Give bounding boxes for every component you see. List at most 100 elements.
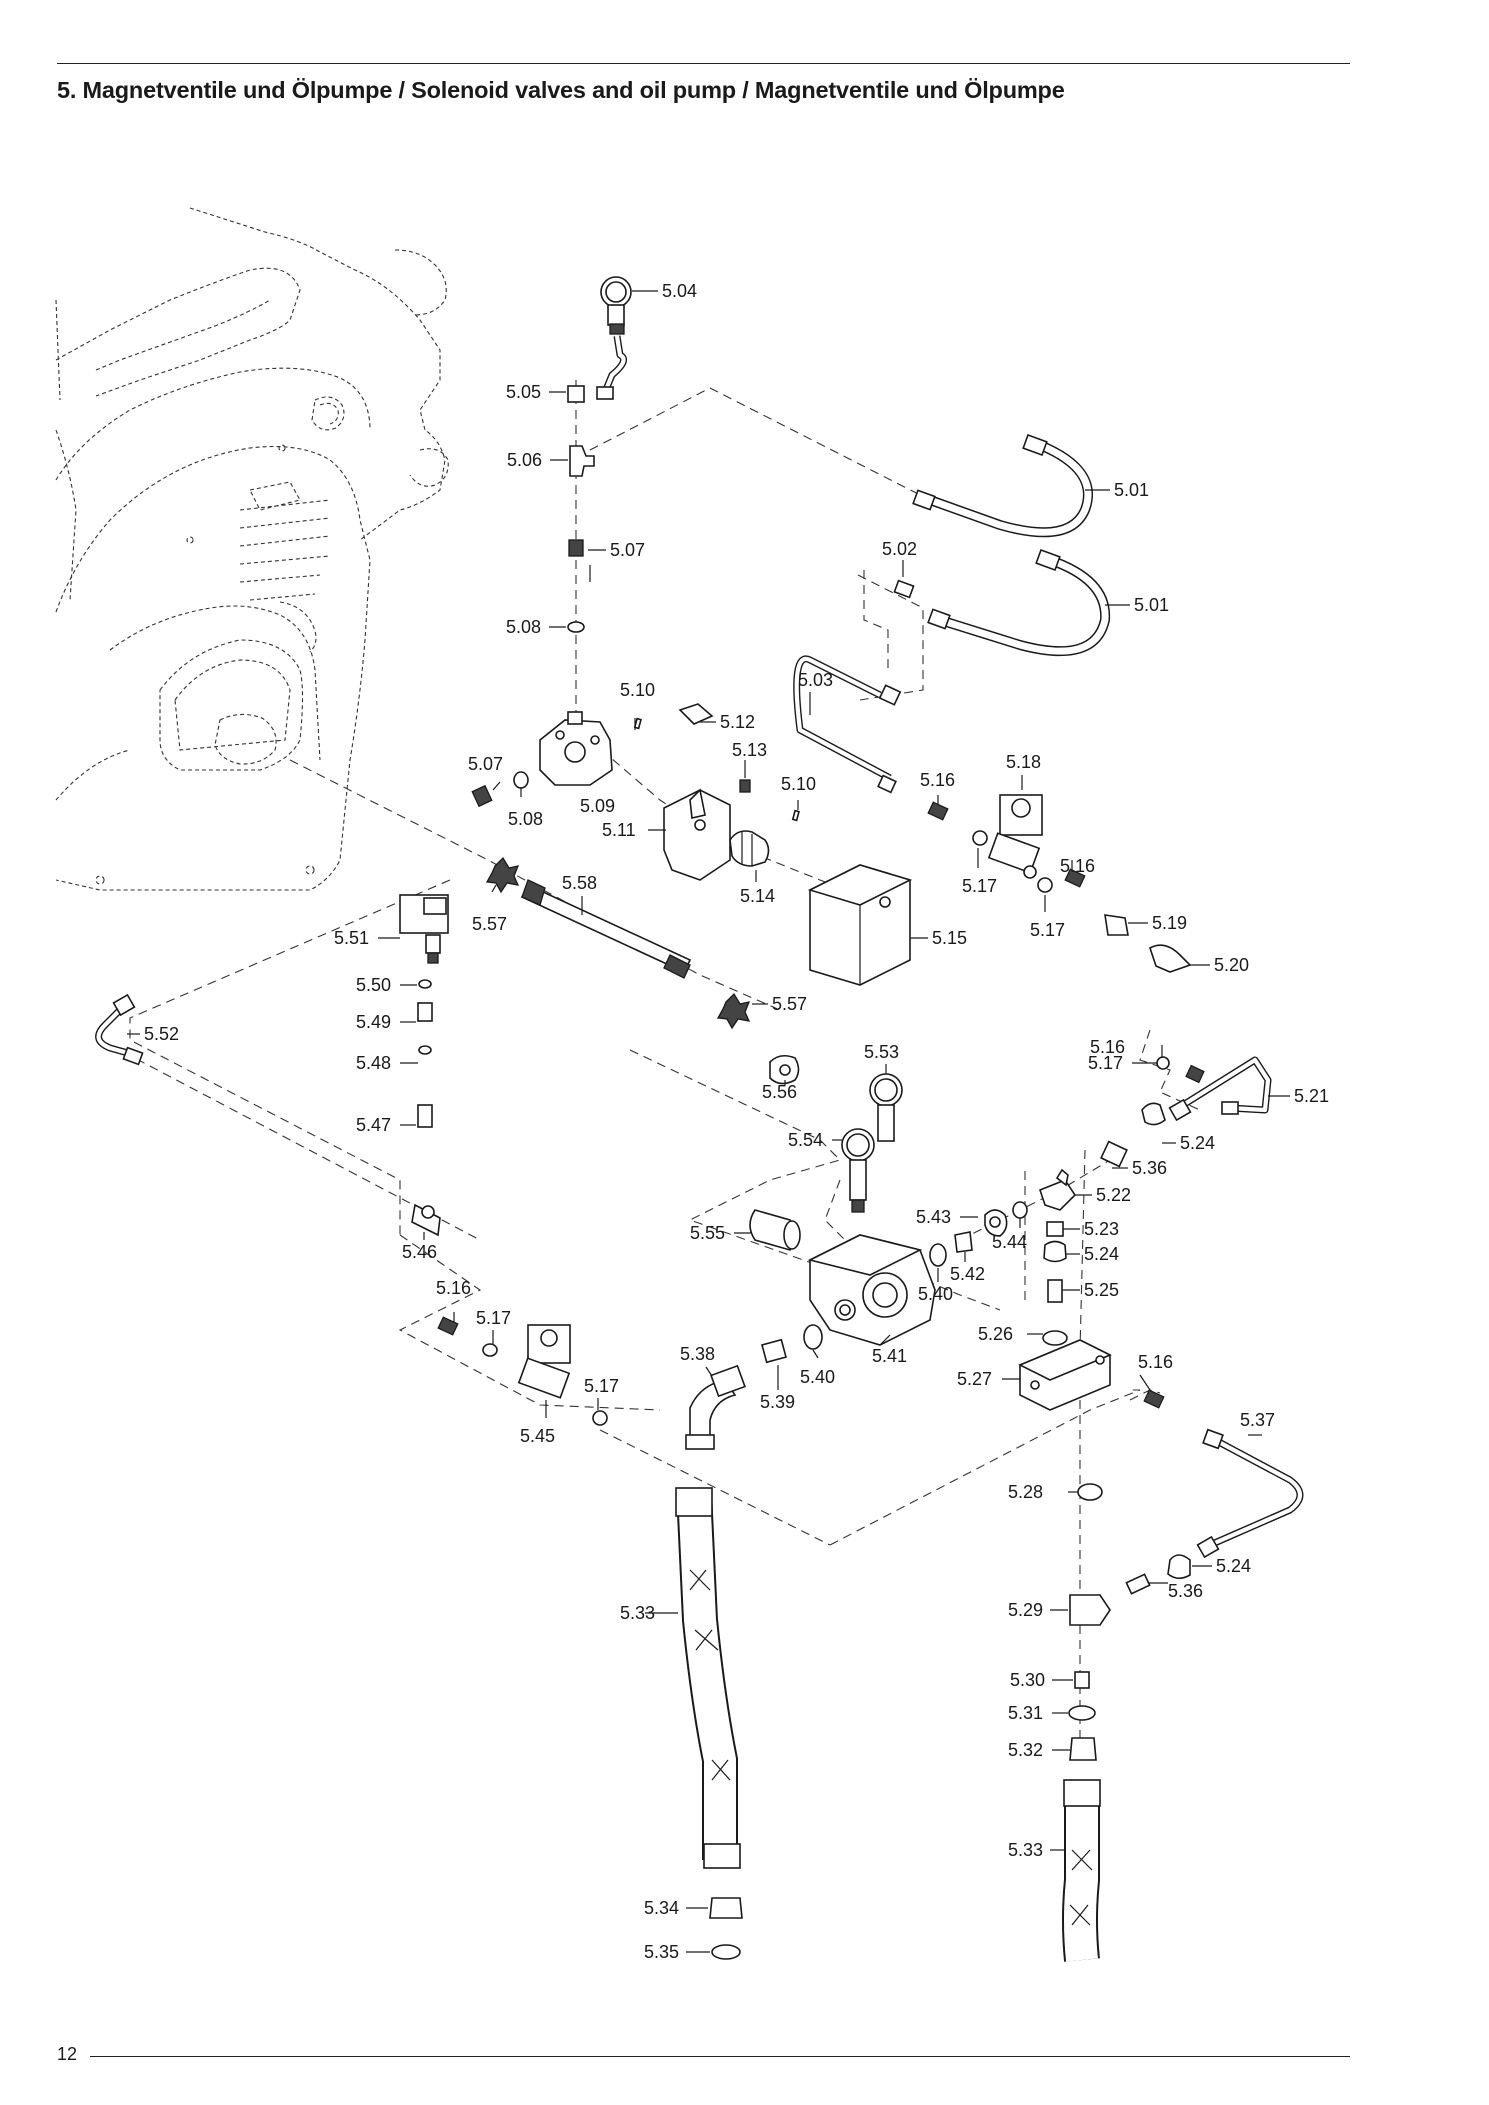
callout-5-30: 5.30 [1010,1670,1045,1690]
coupling-5-56 [769,1054,800,1085]
valve-block-5-27 [1018,1330,1112,1501]
callout-5-07-column: 5.07 [610,540,645,560]
part-5-13 [739,779,751,793]
callout-5-08-left: 5.08 [508,809,543,829]
callout-5-21: 5.21 [1294,1086,1329,1106]
callout-5-47: 5.47 [356,1115,391,1135]
callout-5-16-mid: 5.16 [1060,856,1095,876]
elbow-5-20 [1149,944,1192,973]
assembly-axes [109,380,1201,1740]
callout-5-22: 5.22 [1096,1185,1131,1205]
callout-5-25: 5.25 [1084,1280,1119,1300]
callout-5-37: 5.37 [1240,1410,1275,1430]
callout-5-38: 5.38 [680,1344,715,1364]
callout-5-40-left: 5.40 [800,1367,835,1387]
callout-5-56: 5.56 [762,1082,797,1102]
motor-bracket-5-11 [663,788,731,881]
callout-5-16-upper: 5.16 [920,770,955,790]
coupling-5-57-lower [716,992,751,1030]
solenoid-valve-5-45 [517,1324,571,1399]
callout-5-14: 5.14 [740,886,775,906]
callout-5-24-lower: 5.24 [1216,1556,1251,1576]
callout-5-17-upper: 5.17 [962,876,997,896]
gauge-5-53 [869,1073,903,1142]
burner-housing-outline [55,207,449,891]
lower-right-fittings [1068,1554,1191,1761]
callout-5-19: 5.19 [1152,913,1187,933]
callout-5-11: 5.11 [602,820,636,840]
callout-5-07-left: 5.07 [468,754,503,774]
callout-labels: 5.04 5.05 5.06 5.07 5.08 5.01 5.01 5.02 … [144,281,1329,1962]
callout-5-16-lower: 5.16 [1138,1352,1173,1372]
callout-5-05: 5.05 [506,382,541,402]
callout-5-24-mid: 5.24 [1084,1244,1119,1264]
callout-5-27: 5.27 [957,1369,992,1389]
callout-5-53: 5.53 [864,1042,899,1062]
pipe-5-21 [1168,1056,1272,1122]
seals-5-40-5-42 [761,1231,973,1364]
fittings-5-16-5-17-upper [927,801,1086,893]
elbow-5-38 [685,1364,746,1450]
fitting-5-19 [1104,914,1129,936]
callout-5-31: 5.31 [1008,1703,1043,1723]
callout-5-29: 5.29 [1008,1600,1043,1620]
fitting-5-55 [749,1209,801,1251]
callout-5-08-column: 5.08 [506,617,541,637]
callout-5-34: 5.34 [644,1898,679,1918]
motor-5-15 [807,864,913,986]
fitting-5-07-left [471,717,800,822]
bottom-rule [90,2056,1350,2057]
callout-5-12: 5.12 [720,712,755,732]
callout-5-16-left: 5.16 [436,1278,471,1298]
callout-5-06: 5.06 [507,450,542,470]
callout-5-17-mid: 5.17 [1030,920,1065,940]
leader-lines [127,290,1290,1953]
callout-5-09: 5.09 [580,796,615,816]
callout-5-36-lower: 5.36 [1168,1581,1203,1601]
callout-5-15: 5.15 [932,928,967,948]
page-number: 12 [57,2044,78,2064]
pad-5-12 [678,703,714,725]
solenoid-valve-5-51 [399,894,449,964]
fittings-5-16-5-17-right [1156,1056,1205,1084]
pipe-5-37 [1143,1389,1304,1559]
callout-5-51: 5.51 [334,928,369,948]
nipple-5-02 [893,579,915,599]
drive-shaft-5-58 [520,879,692,979]
page-title: 5. Magnetventile und Ölpumpe / Solenoid … [57,77,1065,103]
callout-5-18: 5.18 [1006,752,1041,772]
top-rule [57,63,1350,64]
callout-5-17-right: 5.17 [1088,1053,1123,1073]
callout-5-01-upper: 5.01 [1114,480,1149,500]
callout-5-43: 5.43 [916,1207,951,1227]
callout-5-33-left: 5.33 [620,1603,655,1623]
callout-5-28: 5.28 [1008,1482,1043,1502]
pressure-gauge-5-04 [596,276,632,400]
fittings-5-34-5-35 [709,1897,743,1960]
column-fittings-left [417,979,433,1128]
callout-5-17-lower-left: 5.17 [584,1376,619,1396]
callout-5-58: 5.58 [562,873,597,893]
callout-5-40-right: 5.40 [918,1284,953,1304]
callout-5-24-upper: 5.24 [1180,1133,1215,1153]
callout-5-01-04: 5.04 [662,281,697,301]
callout-5-20: 5.20 [1214,955,1249,975]
gauge-5-54 [841,1128,875,1213]
callout-5-44: 5.44 [992,1232,1027,1252]
callout-5-23: 5.23 [1084,1219,1119,1239]
fittings-right [984,1102,1166,1303]
callout-5-13: 5.13 [732,740,767,760]
callout-5-46: 5.46 [402,1242,437,1262]
column-fittings [567,385,595,633]
callout-5-48: 5.48 [356,1053,391,1073]
callout-5-52: 5.52 [144,1024,179,1044]
fittings-5-16-5-17-left [437,1316,608,1426]
callout-5-33-right: 5.33 [1008,1840,1043,1860]
callout-5-02: 5.02 [882,539,917,559]
solenoid-valve-5-18 [987,794,1043,879]
pipe-5-52 [95,993,144,1066]
coupling-5-14 [729,830,770,867]
callout-5-50: 5.50 [356,975,391,995]
callout-5-39: 5.39 [760,1392,795,1412]
